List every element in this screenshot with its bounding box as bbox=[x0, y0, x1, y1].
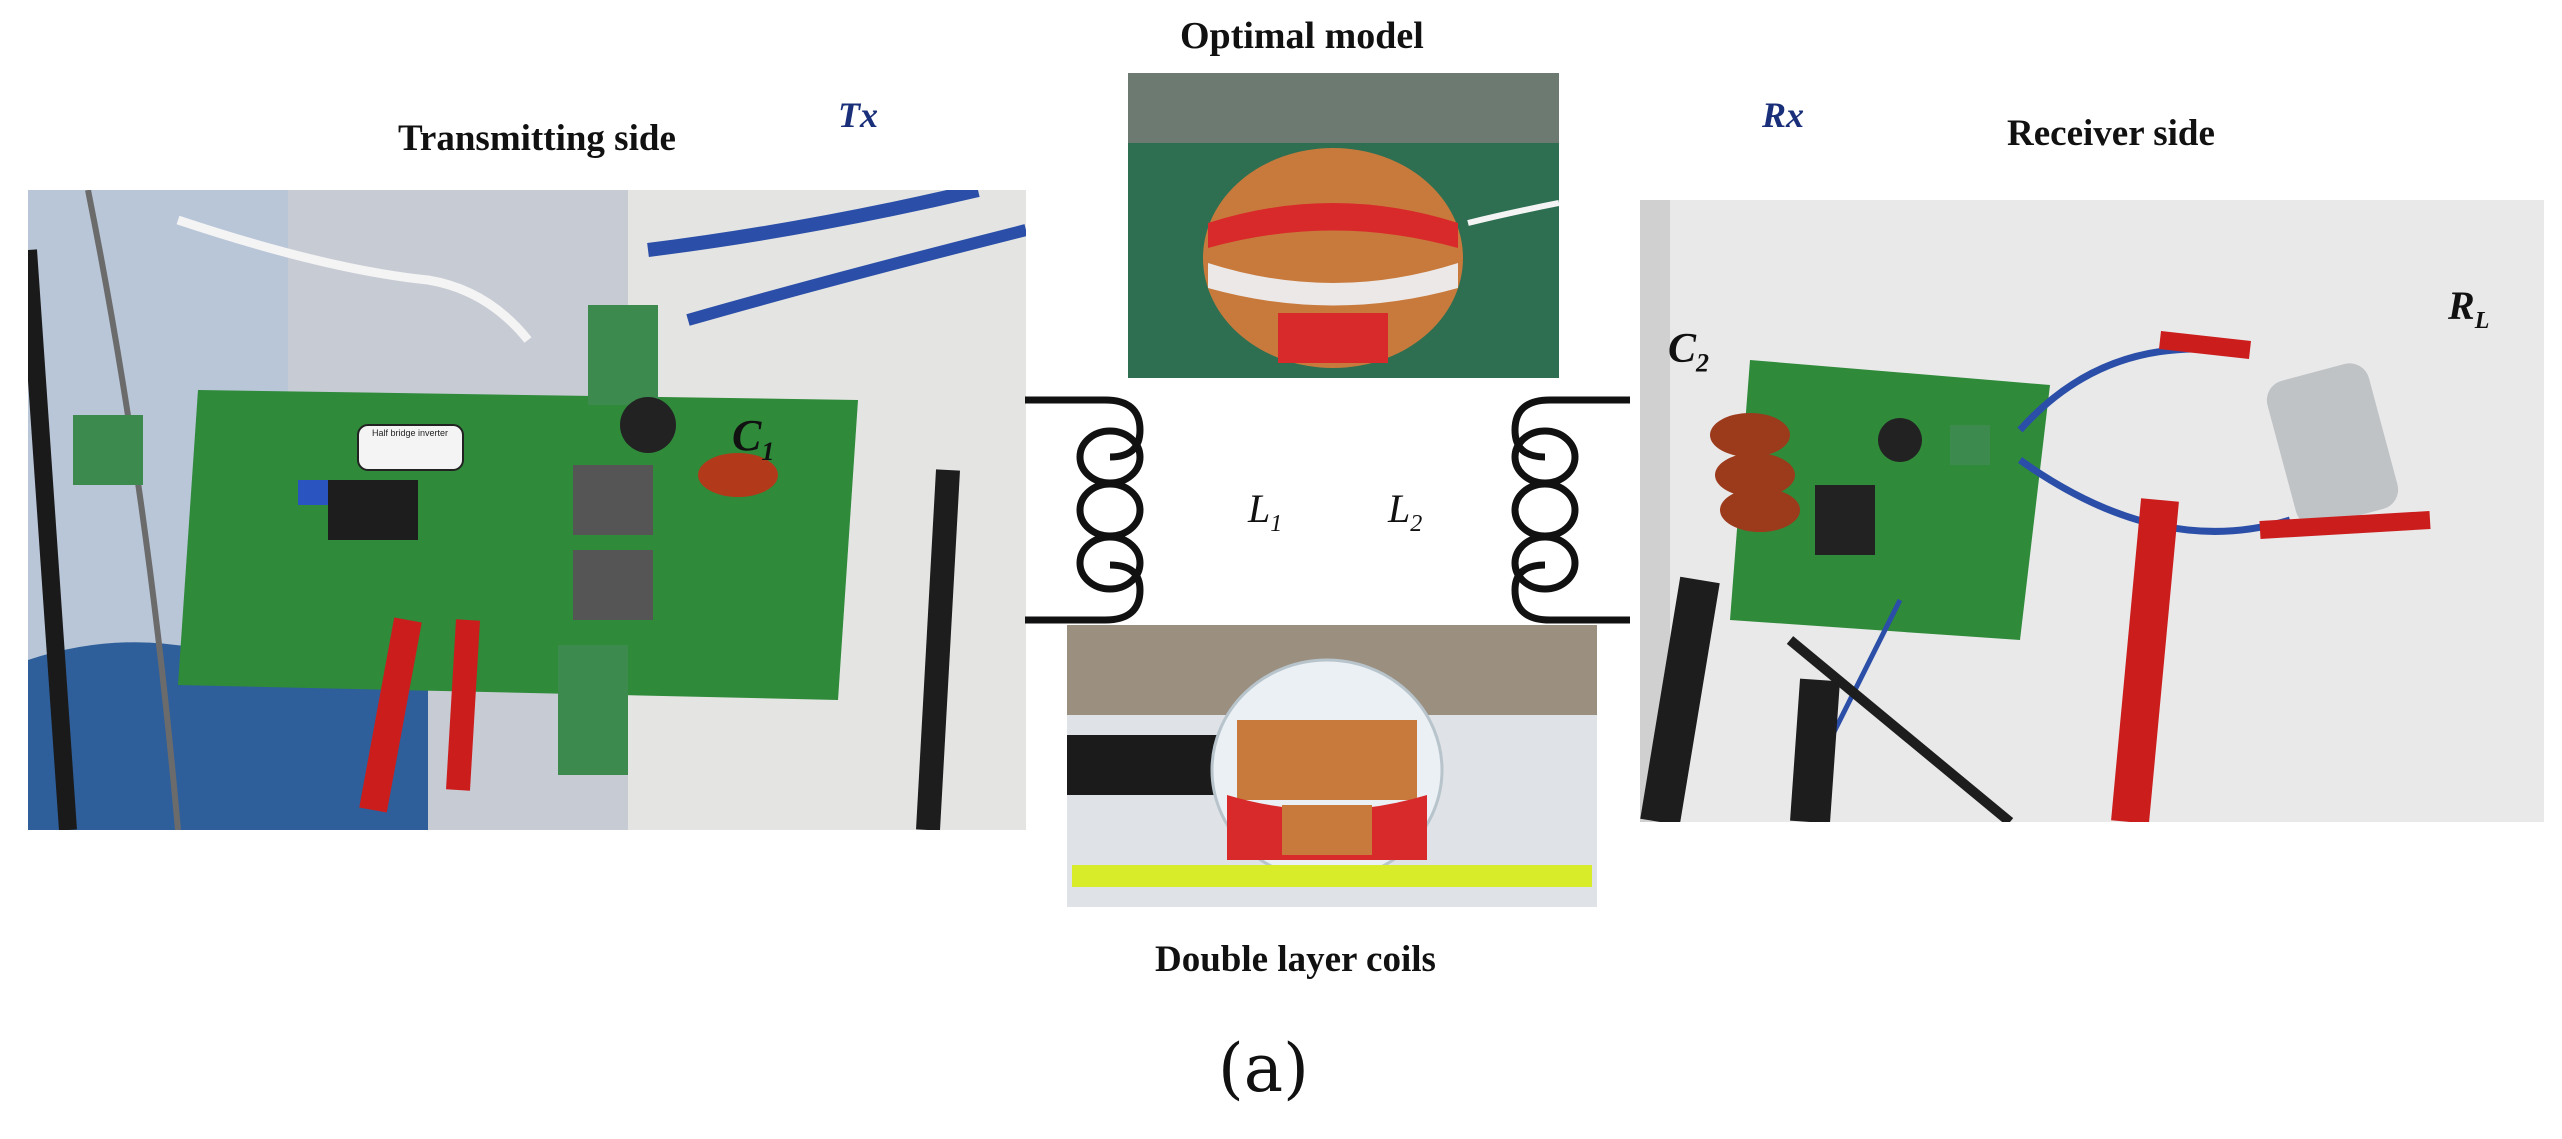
double-layer-coils-photo bbox=[1067, 625, 1597, 907]
rx-label: Rx bbox=[1762, 95, 1805, 135]
receiver-photo bbox=[1640, 200, 2544, 822]
optimal-model-label: Optimal model bbox=[1180, 15, 1424, 57]
optimal-model-photo bbox=[1128, 73, 1559, 378]
rl-label: RL bbox=[2448, 283, 2490, 334]
transmitter-photo bbox=[28, 190, 1026, 830]
tx-label: Tx bbox=[838, 95, 878, 135]
l2-label: L2 bbox=[1388, 486, 1423, 537]
panel-label: (a) bbox=[1218, 1030, 1309, 1107]
l1-coil-wire bbox=[1025, 396, 1144, 461]
receiver-side-label: Receiver side bbox=[2007, 113, 2215, 154]
c2-label: C2 bbox=[1668, 326, 1710, 378]
coil-diagram bbox=[1025, 396, 1630, 624]
l1-label: L1 bbox=[1248, 486, 1283, 537]
half-bridge-box-label: Half bridge inverter bbox=[371, 428, 449, 438]
c1-label: C1 bbox=[732, 411, 775, 466]
double-layer-coils-label: Double layer coils bbox=[1155, 939, 1436, 980]
transmitting-side-label: Transmitting side bbox=[398, 118, 676, 159]
